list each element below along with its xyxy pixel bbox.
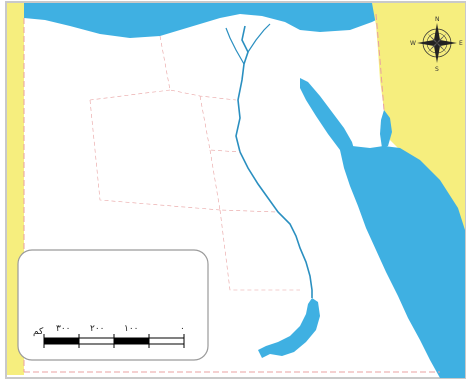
lake-nasser [258, 298, 320, 358]
legend-box [17, 249, 209, 361]
compass-rose-icon: N S E W [410, 16, 463, 73]
compass-north: N [435, 16, 440, 23]
compass-south: S [435, 66, 439, 73]
scale-bar: كم ٣٠٠ ٢٠٠ ١٠٠ ٠ [33, 324, 185, 348]
scale-segment-3 [114, 338, 149, 344]
land-east [372, 3, 465, 230]
mediterranean-sea [24, 3, 388, 38]
scale-label-300: ٣٠٠ [56, 324, 71, 334]
red-sea [340, 146, 465, 378]
internal-boundaries [89, 35, 300, 291]
scale-unit-label: كم [33, 327, 44, 337]
nile-delta-east [247, 23, 271, 53]
compass-east: E [459, 40, 463, 47]
scale-label-100: ١٠٠ [124, 324, 139, 334]
gulf-of-suez [300, 78, 356, 160]
nile-river [235, 25, 313, 298]
scale-label-0: ٠ [180, 324, 185, 334]
nile-delta-west [225, 27, 245, 65]
scale-label-200: ٢٠٠ [90, 324, 105, 334]
scale-segment-1 [44, 338, 79, 344]
border-east-sinai [375, 13, 385, 111]
gulf-of-aqaba [380, 110, 392, 148]
compass-west: W [410, 40, 416, 47]
